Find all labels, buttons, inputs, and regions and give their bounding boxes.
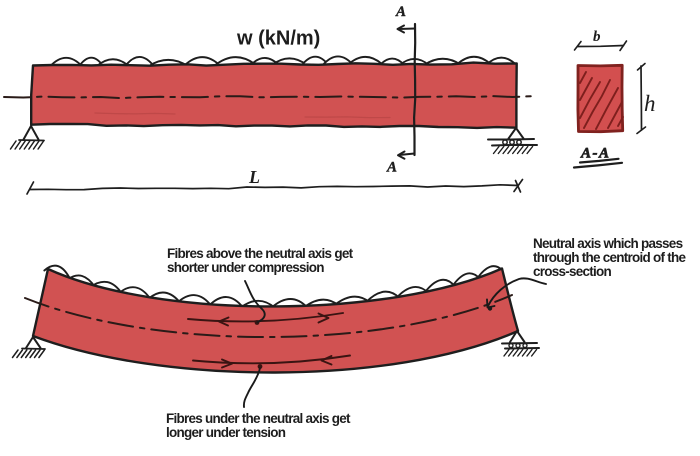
svg-text:A: A [386, 160, 397, 176]
svg-text:w (kN/m): w (kN/m) [236, 28, 320, 50]
svg-text:b: b [593, 29, 601, 45]
svg-text:A-A: A-A [580, 146, 611, 162]
svg-text:A: A [395, 4, 406, 20]
svg-text:h: h [644, 91, 656, 116]
svg-text:L: L [248, 167, 260, 187]
